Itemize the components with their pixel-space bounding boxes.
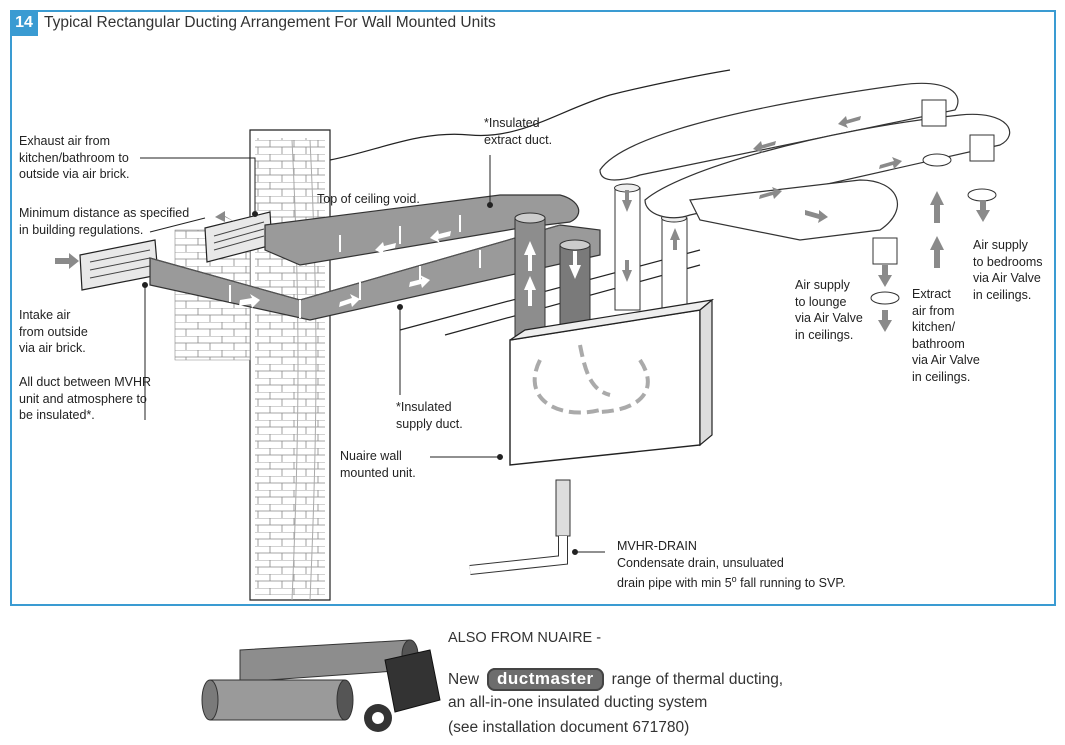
label-line: Intake air xyxy=(19,308,71,322)
label-line: kitchen/bathroom to xyxy=(19,150,129,165)
label-line: MVHR-DRAIN xyxy=(617,539,697,553)
leader-lines xyxy=(140,155,605,555)
promo-heading: ALSO FROM NUAIRE - xyxy=(448,630,602,646)
label-line: kitchen/ xyxy=(912,320,956,334)
label-nuaire-unit: Nuaire wall mounted unit. xyxy=(340,448,416,481)
figure-header: 14 Typical Rectangular Ducting Arrangeme… xyxy=(10,10,496,36)
label-line: Air supply xyxy=(973,238,1028,252)
label-line: Nuaire wall xyxy=(340,449,402,463)
label-line: via Air Valve xyxy=(795,311,863,325)
label-air-supply-bedrooms: Air supply to bedrooms via Air Valve in … xyxy=(973,237,1042,303)
label-intake-air: Intake air from outside via air brick. xyxy=(19,307,88,357)
ductmaster-logo: ductmaster xyxy=(487,668,604,691)
label-line: via air brick. xyxy=(19,341,86,355)
figure-number: 14 xyxy=(10,10,38,36)
label-line: *Insulated xyxy=(484,116,540,130)
label-line: extract duct. xyxy=(484,132,553,147)
label-line: via Air Valve xyxy=(912,353,980,367)
label-line: mounted unit. xyxy=(340,465,416,480)
air-valve-extract xyxy=(921,99,952,167)
label-line: Extract xyxy=(912,287,951,301)
flow-arrows-white xyxy=(239,230,581,308)
brick-wall xyxy=(174,129,331,601)
air-valve-lounge xyxy=(870,237,900,305)
label-all-duct: All duct between MVHR unit and atmospher… xyxy=(19,374,151,424)
label-line: from outside xyxy=(19,324,88,339)
label-line: bathroom xyxy=(912,336,965,351)
label-line: air from xyxy=(912,303,955,318)
label-line: via Air Valve xyxy=(973,271,1041,285)
promo-new: New xyxy=(448,670,480,688)
supply-duct xyxy=(149,224,601,321)
promo-after-brand: range of thermal ducting, xyxy=(611,670,784,688)
nuaire-wall-unit xyxy=(509,298,715,466)
ductmaster-product-image xyxy=(201,639,441,732)
upper-duct-network xyxy=(599,82,1011,241)
label-line: Condensate drain, unsuluated xyxy=(617,555,784,570)
label-line: All duct between MVHR xyxy=(19,375,152,389)
label-line: Minimum distance as specified xyxy=(19,206,190,220)
label-exhaust-air: Exhaust air from kitchen/bathroom to out… xyxy=(19,133,129,183)
flow-arrows-grey xyxy=(55,116,990,332)
label-line: *Insulated xyxy=(396,400,452,414)
label-line: in ceilings. xyxy=(795,327,854,342)
label-air-supply-lounge: Air supply to lounge via Air Valve in ce… xyxy=(795,277,863,343)
label-line: in building regulations. xyxy=(19,222,144,237)
label-top-ceiling-void: Top of ceiling void. xyxy=(317,192,420,206)
label-minimum-distance: Minimum distance as specified in buildin… xyxy=(19,205,189,238)
label-insulated-supply: *Insulated supply duct. xyxy=(396,399,463,432)
label-part: drain pipe with min 5 xyxy=(617,576,732,591)
riser-right-2 xyxy=(661,213,688,311)
label-line: to bedrooms xyxy=(973,254,1043,269)
label-line: in ceilings. xyxy=(912,369,971,384)
label-line: be insulated*. xyxy=(19,408,95,422)
label-extract-kitchen: Extract air from kitchen/ bathroom via A… xyxy=(912,286,980,385)
label-line: in ceilings. xyxy=(973,287,1032,302)
extract-duct xyxy=(264,194,580,266)
promo-line-1: New ductmaster range of thermal ducting, xyxy=(448,668,783,691)
label-line: Exhaust air from xyxy=(19,134,111,148)
promo-line-2: an all-in-one insulated ducting system xyxy=(448,694,708,711)
label-line: drain pipe with min 5o fall running to S… xyxy=(617,571,846,592)
degree-mark: o xyxy=(731,574,737,584)
label-line: supply duct. xyxy=(396,416,463,431)
label-line: to lounge xyxy=(795,294,847,309)
promo-line-3: (see installation document 671780) xyxy=(448,719,690,736)
label-mvhr-drain: MVHR-DRAIN Condensate drain, unsuluated … xyxy=(617,538,846,592)
label-insulated-extract: *Insulated extract duct. xyxy=(484,115,552,148)
air-valve-bedrooms xyxy=(967,134,997,202)
label-line: outside via air brick. xyxy=(19,167,130,181)
label-part: fall running to SVP. xyxy=(736,576,846,591)
label-line: Air supply xyxy=(795,278,850,292)
label-line: unit and atmosphere to xyxy=(19,391,147,406)
figure-title: Typical Rectangular Ducting Arrangement … xyxy=(44,14,496,31)
condensate-drain xyxy=(469,479,571,575)
